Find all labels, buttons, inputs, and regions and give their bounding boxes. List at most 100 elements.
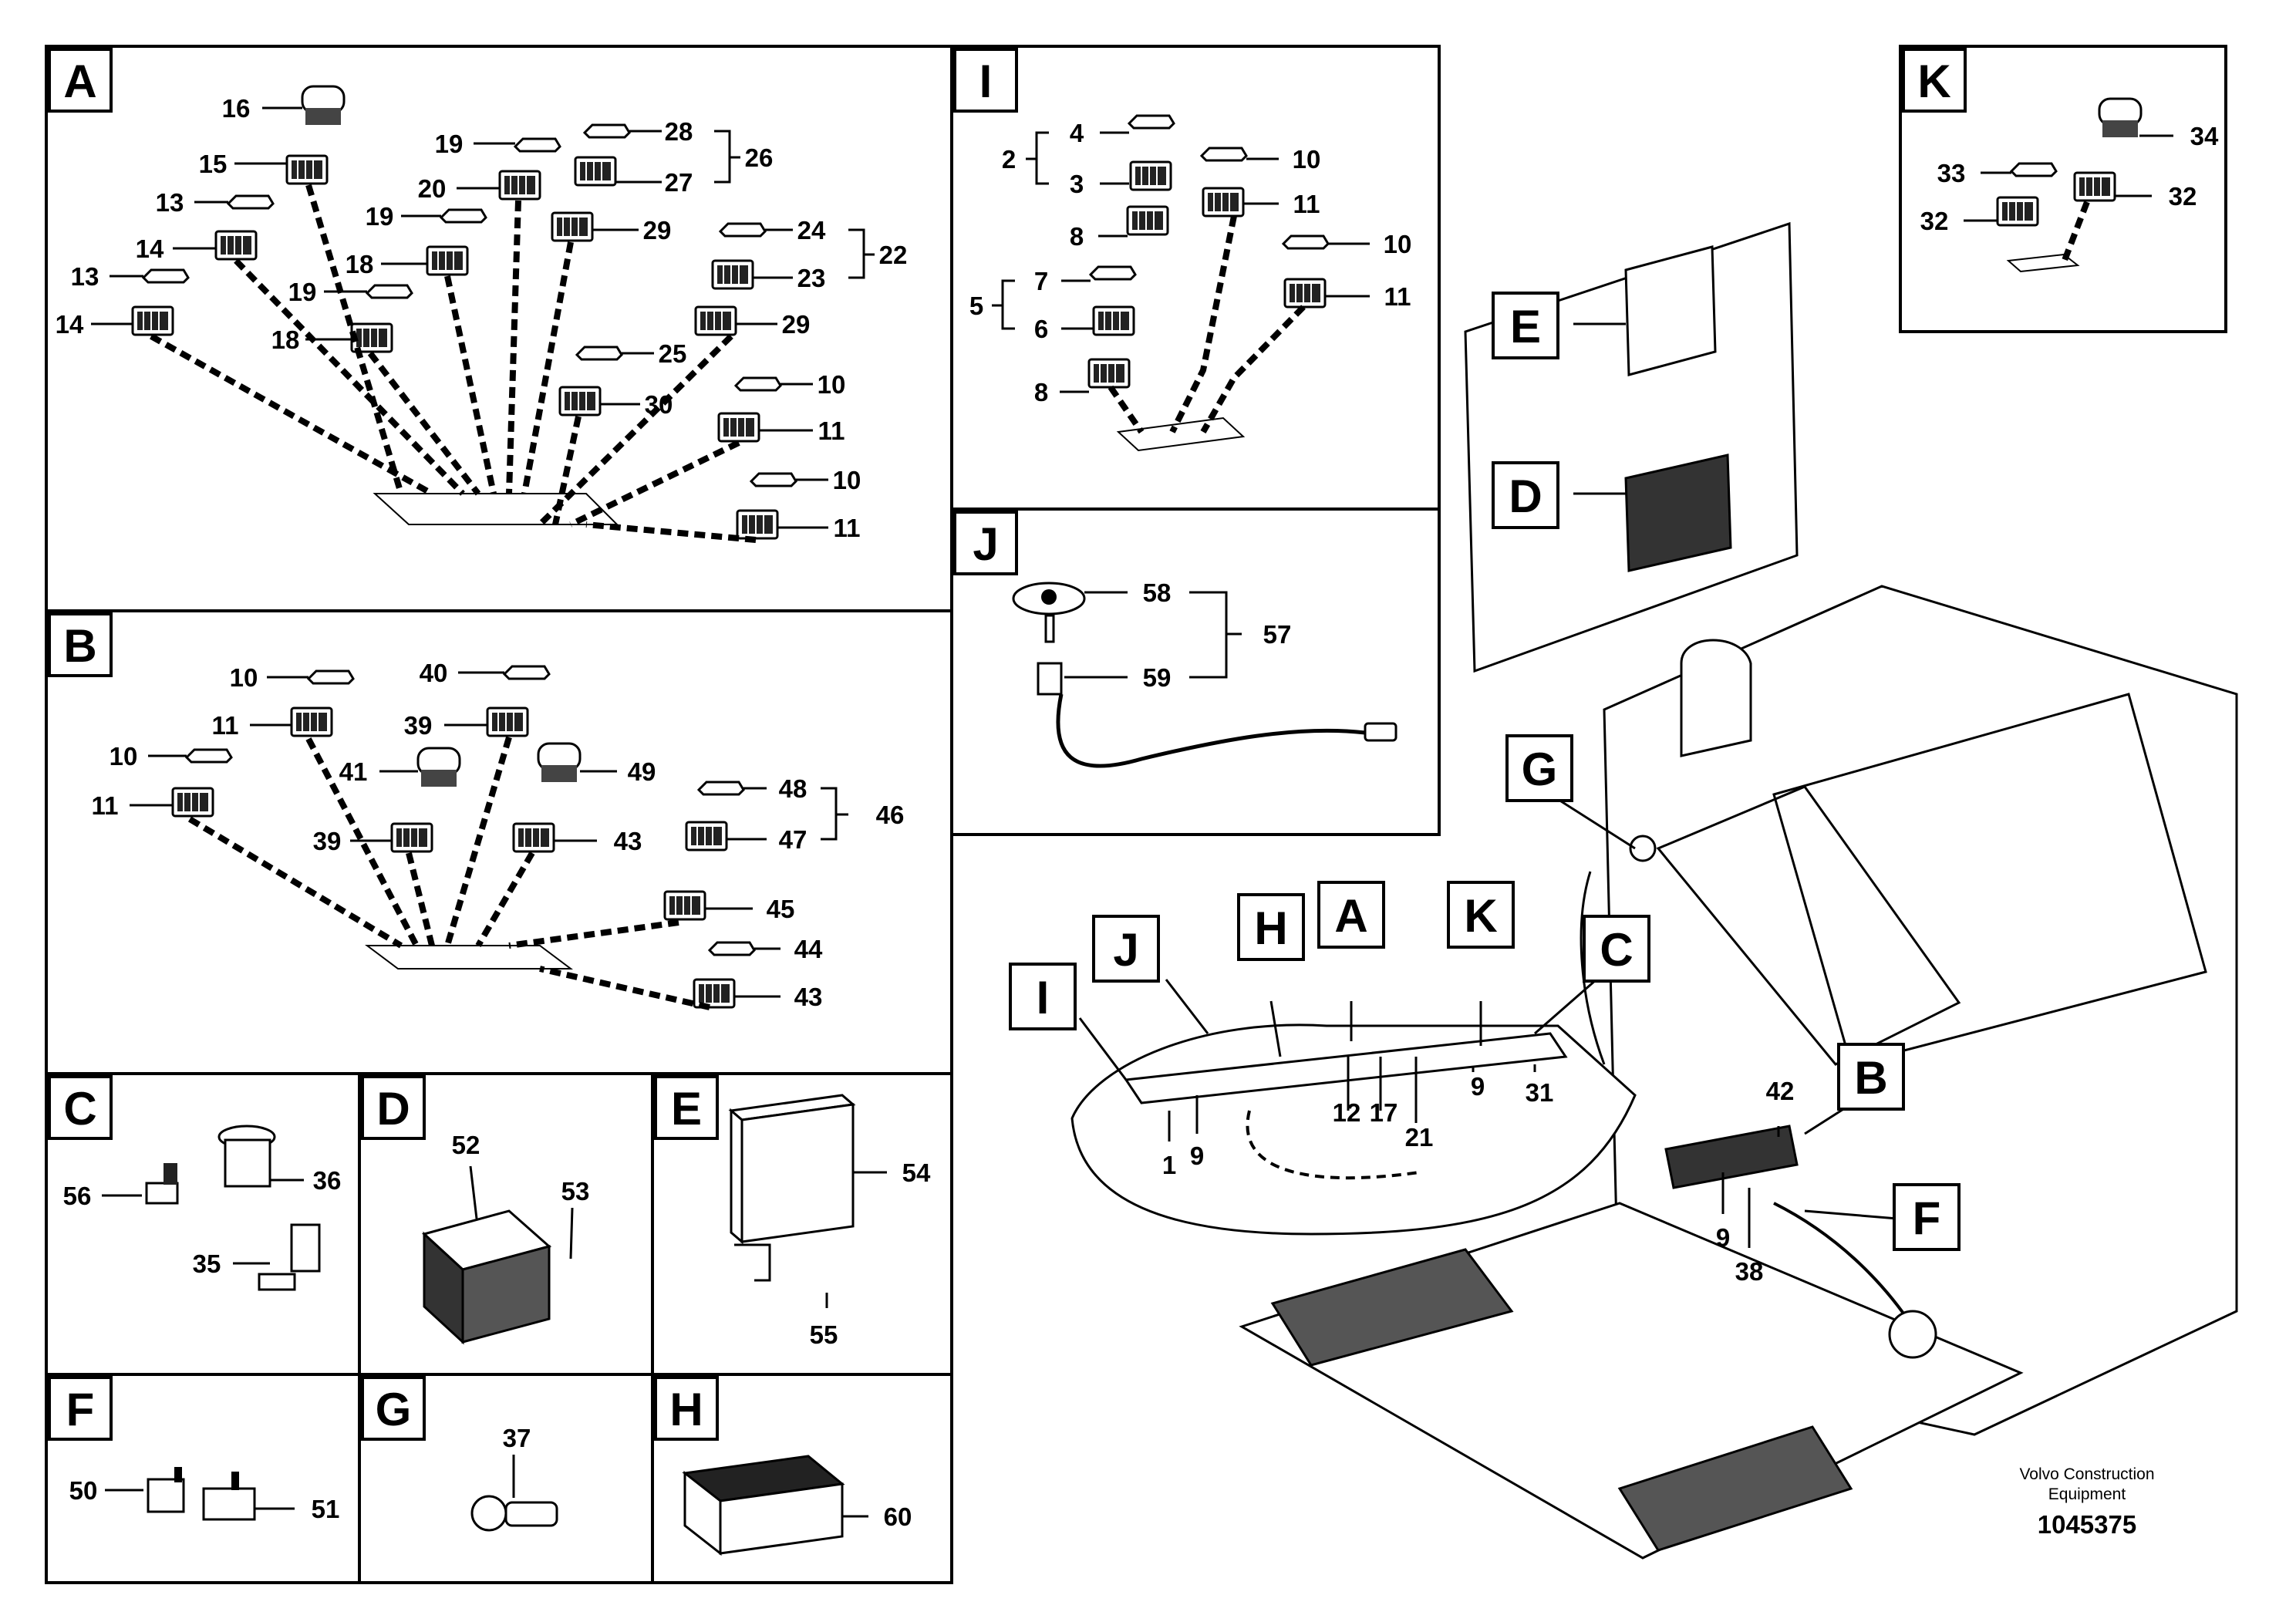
- callout-f-1: 50: [69, 1476, 98, 1505]
- callout-a-25: 10: [833, 466, 861, 494]
- callout-j-2: 57: [1263, 620, 1292, 649]
- callout-b-10: 43: [614, 827, 642, 855]
- company-line-2: Equipment: [2048, 1485, 2126, 1503]
- callout-k-4: 32: [2169, 182, 2197, 211]
- callout-i-4: 10: [1293, 145, 1321, 174]
- callout-b-2: 11: [212, 711, 239, 740]
- panel-h: H 60: [654, 1376, 912, 1556]
- callout-a-21: 25: [659, 339, 687, 368]
- callout-b-7: 41: [339, 757, 368, 786]
- callout-a-16: 29: [643, 216, 672, 244]
- overview-key-10: B: [1854, 1052, 1887, 1104]
- callout-i-11: 6: [1034, 315, 1048, 343]
- callout-a-2: 15: [199, 150, 228, 178]
- callout-b-16: 43: [794, 983, 823, 1011]
- callout-a-17: 24: [797, 216, 826, 244]
- panel-i: I 2 4 3: [953, 48, 1412, 452]
- callout-i-3: 3: [1070, 170, 1084, 198]
- callout-i-5: 11: [1293, 190, 1320, 218]
- panel-c-key: C: [63, 1083, 96, 1135]
- overview-key-2: D: [1509, 470, 1542, 522]
- panel-d: D 52 53: [361, 1075, 590, 1345]
- panel-k-key: K: [1917, 56, 1950, 107]
- callout-a-22: 30: [645, 390, 673, 419]
- footer: Volvo Construction Equipment 1045375: [2019, 1465, 2154, 1539]
- callout-a-14: 27: [665, 168, 693, 197]
- overview-key-1: E: [1510, 301, 1541, 352]
- overview-callouts: 1 9 12 17 21 9 31 42 9 38: [1162, 1057, 1795, 1286]
- callout-e-1: 54: [902, 1158, 931, 1187]
- callout-a-18: 23: [797, 264, 826, 292]
- callout-b-1: 10: [230, 663, 258, 692]
- overview-callout-10: 38: [1735, 1257, 1764, 1286]
- callout-h-1: 60: [884, 1502, 912, 1531]
- overview-key-3: G: [1522, 744, 1558, 795]
- callout-b-15: 44: [794, 935, 823, 963]
- overview-callout-1: 1: [1162, 1151, 1176, 1179]
- company-line-1: Volvo Construction: [2019, 1465, 2154, 1483]
- callout-i-8: 11: [1384, 282, 1411, 311]
- callout-k-1: 34: [2190, 122, 2219, 150]
- callout-b-9: 49: [628, 757, 656, 786]
- callout-a-5: 13: [71, 262, 99, 291]
- callout-f-2: 51: [312, 1495, 340, 1523]
- callout-b-5: 40: [420, 659, 448, 687]
- callout-b-8: 39: [313, 827, 342, 855]
- callout-b-14: 45: [767, 895, 795, 923]
- panel-b-key: B: [63, 620, 96, 672]
- callout-a-23: 10: [818, 370, 846, 399]
- callout-i-2: 4: [1070, 119, 1084, 147]
- panel-e: E 54 55: [654, 1075, 931, 1349]
- callout-a-10: 18: [346, 250, 374, 278]
- overview-illustration: [1070, 221, 2238, 1560]
- callout-d-2: 53: [561, 1177, 590, 1206]
- panel-f-key: F: [66, 1384, 95, 1435]
- callout-a-24: 11: [818, 416, 845, 445]
- overview-key-7: C: [1600, 924, 1633, 976]
- callout-a-12: 18: [271, 325, 300, 354]
- callout-i-10: 7: [1034, 267, 1048, 295]
- drawing-number: 1045375: [2038, 1510, 2136, 1539]
- panel-a-key: A: [63, 56, 96, 107]
- callout-k-2: 33: [1937, 159, 1966, 187]
- panel-h-key: H: [669, 1384, 703, 1435]
- overview-key-5: A: [1334, 890, 1367, 942]
- callout-a-11: 19: [288, 278, 317, 306]
- overview-key-9: I: [1037, 972, 1050, 1023]
- overview-callout-9: 9: [1716, 1223, 1730, 1252]
- panel-e-key: E: [671, 1083, 702, 1135]
- panel-i-key: I: [979, 56, 993, 107]
- callout-a-6: 14: [56, 310, 84, 339]
- overview-key-4: H: [1254, 902, 1287, 954]
- overview-callout-4: 17: [1370, 1098, 1398, 1127]
- overview-callout-3: 12: [1333, 1098, 1361, 1127]
- callout-i-7: 10: [1384, 230, 1412, 258]
- callout-i-6: 8: [1070, 222, 1084, 251]
- callout-a-7: 19: [435, 130, 464, 158]
- callout-c-1: 56: [63, 1182, 92, 1210]
- callout-a-20: 29: [782, 310, 811, 339]
- callout-a-15: 26: [745, 143, 774, 172]
- callout-a-26: 11: [834, 514, 861, 542]
- callout-g-1: 37: [503, 1424, 531, 1452]
- callout-a-4: 14: [136, 234, 164, 263]
- panel-k: K 34 33 32 32: [1902, 48, 2219, 273]
- callout-b-13: 46: [876, 801, 905, 829]
- panel-j-key: J: [973, 518, 998, 570]
- callout-d-1: 52: [452, 1131, 480, 1159]
- overview-callout-2: 9: [1190, 1141, 1204, 1170]
- panel-b: B: [48, 612, 905, 1011]
- overview-keys: E D G H A K C J I B F: [1009, 292, 1961, 1251]
- overview-callout-6: 9: [1471, 1072, 1485, 1101]
- panel-c: C 56 36 35: [48, 1075, 341, 1291]
- panel-a: A: [48, 48, 907, 543]
- callout-k-3: 32: [1920, 207, 1949, 235]
- overview-callout-5: 21: [1405, 1123, 1434, 1152]
- overview-key-11: F: [1913, 1192, 1941, 1244]
- callout-b-3: 10: [110, 742, 138, 771]
- callout-j-1: 58: [1143, 578, 1172, 607]
- callout-c-3: 35: [193, 1249, 221, 1278]
- callout-b-6: 39: [404, 711, 433, 740]
- overview-callout-8: 42: [1766, 1077, 1795, 1105]
